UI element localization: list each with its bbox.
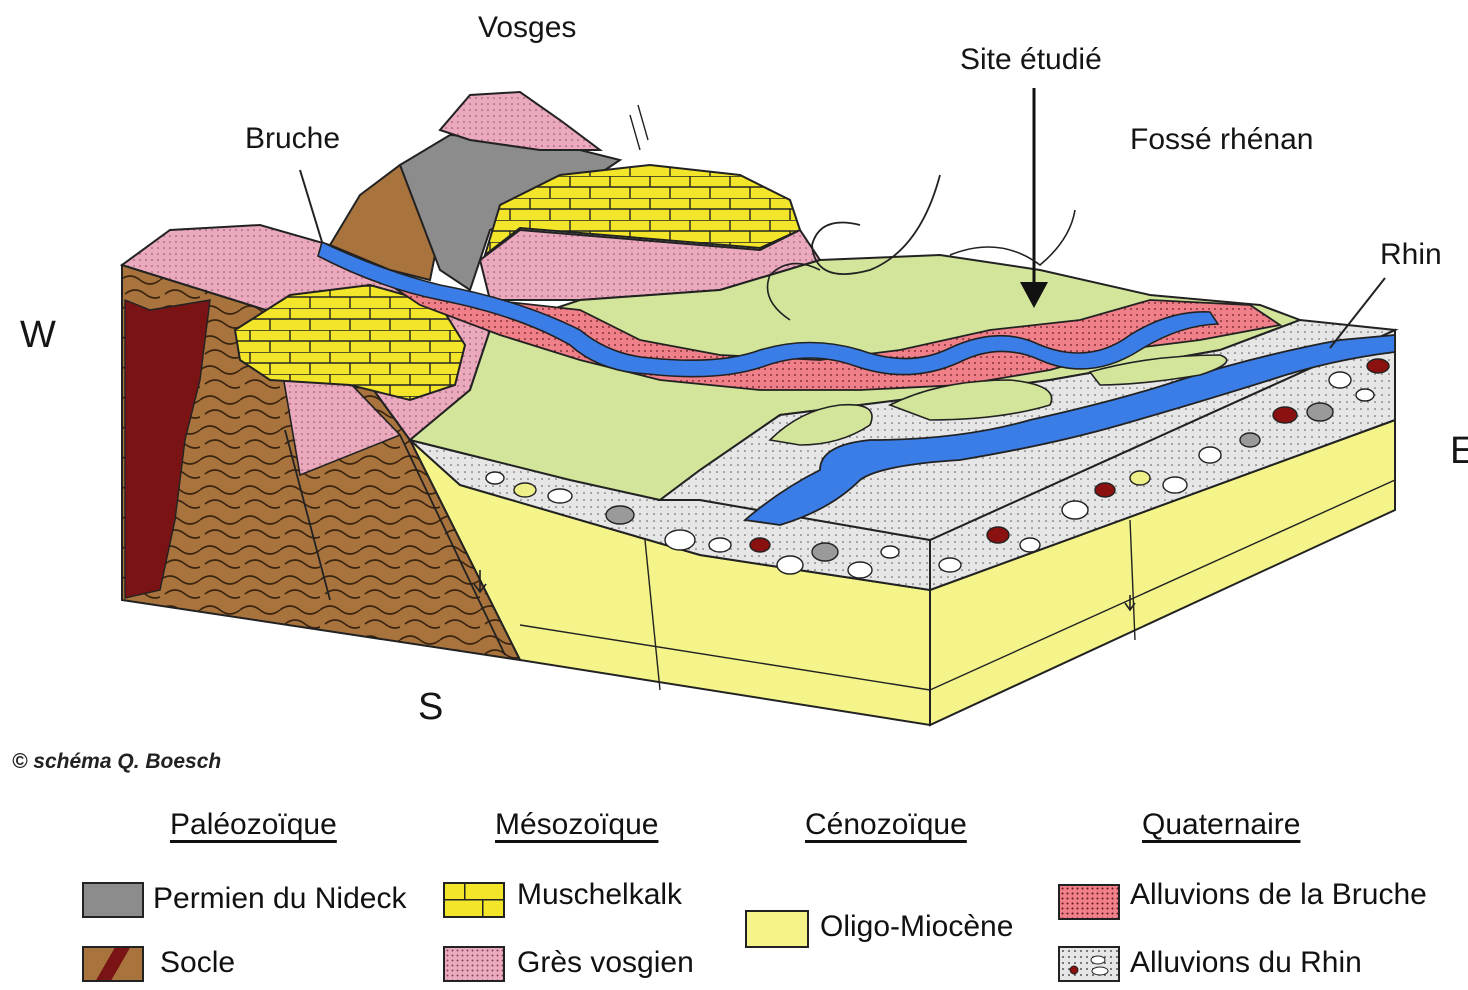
legend-rhin-alluvium: Alluvions du Rhin <box>1130 948 1362 978</box>
legend-gres: Grès vosgien <box>517 948 694 978</box>
label-vosges: Vosges <box>478 13 576 43</box>
legend-era-paleozoique: Paléozoïque <box>170 808 337 842</box>
label-fosse-rhenan: Fossé rhénan <box>1130 125 1313 155</box>
legend-era-cenozoique: Cénozoïque <box>805 808 967 842</box>
swatch-muschelkalk <box>443 882 505 918</box>
label-bruche: Bruche <box>245 124 340 154</box>
legend-oligo: Oligo-Miocène <box>820 912 1013 942</box>
legend-muschelkalk: Muschelkalk <box>517 880 682 910</box>
gravel-icon <box>1060 948 1118 980</box>
label-west: W <box>20 316 56 354</box>
legend-permien: Permien du Nideck <box>153 884 406 914</box>
label-site-etudie: Site étudié <box>960 45 1102 75</box>
legend-socle: Socle <box>160 948 235 978</box>
swatch-socle <box>82 946 144 982</box>
label-east: E <box>1450 432 1468 470</box>
swatch-permien <box>82 882 144 918</box>
swatch-oligo <box>745 910 809 948</box>
label-rhin: Rhin <box>1380 240 1442 270</box>
legend-era-quaternaire: Quaternaire <box>1142 808 1300 842</box>
legend-bruche-alluvium: Alluvions de la Bruche <box>1130 880 1427 910</box>
legend-era-mesozoique: Mésozoïque <box>495 808 658 842</box>
swatch-gres <box>443 946 505 982</box>
bruche-pointer <box>300 170 322 242</box>
swatch-bruche-alluvium <box>1058 884 1120 920</box>
label-south: S <box>418 688 443 726</box>
credit-text: © schéma Q. Boesch <box>12 750 221 774</box>
swatch-rhin-alluvium <box>1058 946 1120 982</box>
